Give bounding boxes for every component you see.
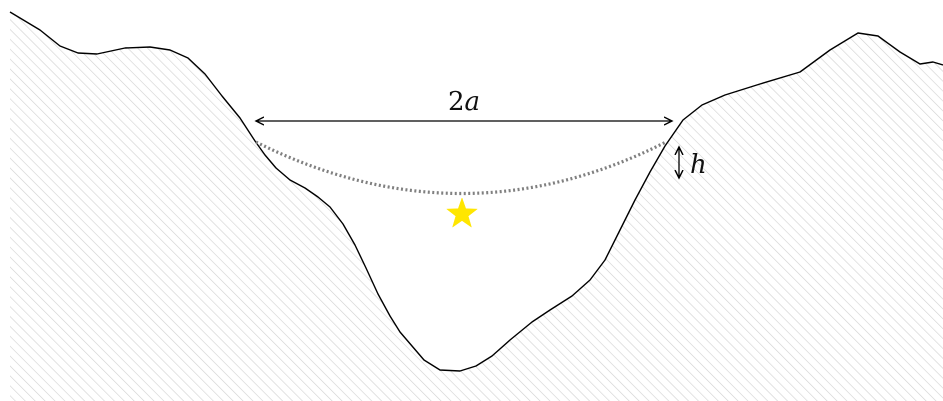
- width-label: 2a: [448, 87, 480, 117]
- terrain-outline: [9, 11, 943, 372]
- width-label-variable: a: [465, 87, 481, 117]
- dotted-arc: [255, 140, 667, 196]
- star-icon: [446, 197, 478, 228]
- width-label-coefficient: 2: [448, 87, 465, 117]
- terrain-hatch-fill: [10, 12, 943, 401]
- depth-label: h: [690, 150, 707, 180]
